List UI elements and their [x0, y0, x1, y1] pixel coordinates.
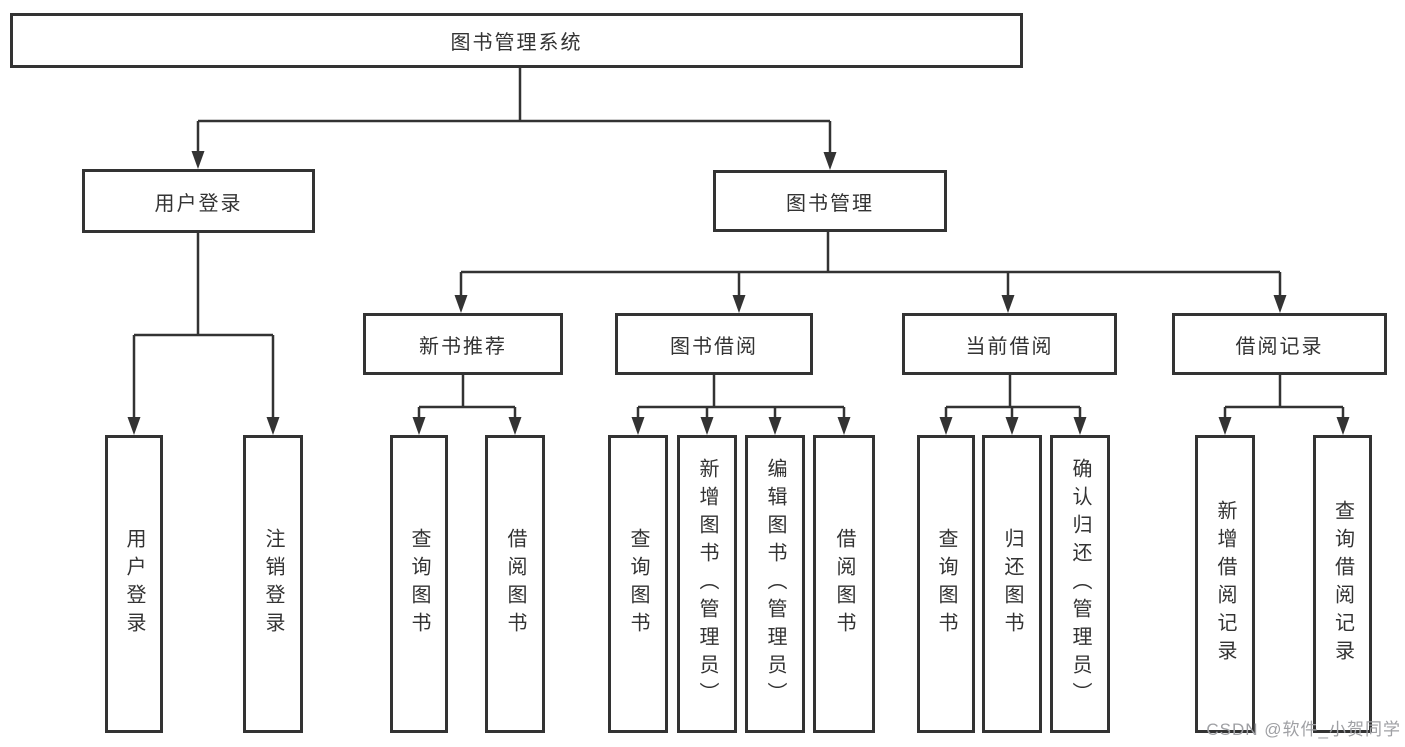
arrow-br-add	[1218, 417, 1232, 435]
leaf-cb-query-books: 查询图书	[917, 435, 975, 733]
node-book-mgmt: 图书管理	[713, 170, 947, 232]
arrow-br-query	[1336, 417, 1350, 435]
arrow-cb-return	[1005, 417, 1019, 435]
leaf-nb-query-books-label: 查询图书	[408, 528, 430, 640]
leaf-bb-add-books-admin-label: 新增图书（管理员）	[696, 458, 718, 710]
leaf-br-add-record: 新增借阅记录	[1195, 435, 1255, 733]
leaf-nb-borrow-books: 借阅图书	[485, 435, 545, 733]
node-current-borrow-label: 当前借阅	[965, 335, 1054, 358]
arrow-bb-add	[700, 417, 714, 435]
leaf-br-query-record: 查询借阅记录	[1313, 435, 1372, 733]
node-book-borrow: 图书借阅	[615, 313, 813, 375]
node-book-mgmt-label: 图书管理	[786, 192, 874, 215]
node-root-label: 图书管理系统	[450, 32, 583, 54]
node-borrow-records-label: 借阅记录	[1235, 335, 1324, 358]
leaf-logout: 注销登录	[243, 435, 303, 733]
arrow-login-leaf	[127, 417, 141, 435]
leaf-nb-borrow-books-label: 借阅图书	[504, 528, 526, 640]
leaf-user-login-label: 用户登录	[123, 528, 145, 640]
arrow-new-book	[454, 295, 468, 313]
leaf-cb-return-books-label: 归还图书	[1001, 528, 1023, 640]
arrow-current-borrow	[1001, 295, 1015, 313]
leaf-bb-edit-books-admin-label: 编辑图书（管理员）	[764, 458, 786, 710]
leaf-bb-add-books-admin: 新增图书（管理员）	[677, 435, 737, 733]
leaf-cb-confirm-return-admin: 确认归还（管理员）	[1050, 435, 1110, 733]
leaf-bb-query-books: 查询图书	[608, 435, 668, 733]
arrow-user-login	[191, 151, 205, 169]
leaf-cb-confirm-return-admin-label: 确认归还（管理员）	[1069, 458, 1091, 710]
leaf-cb-return-books: 归还图书	[982, 435, 1042, 733]
node-book-borrow-label: 图书借阅	[670, 335, 758, 358]
arrow-bb-query	[631, 417, 645, 435]
arrow-cb-confirm	[1073, 417, 1087, 435]
arrowheads	[127, 151, 1350, 435]
arrow-book-mgmt	[823, 152, 837, 170]
leaf-br-add-record-label: 新增借阅记录	[1214, 500, 1236, 668]
arrow-nb-query	[412, 417, 426, 435]
node-new-book-recommend-label: 新书推荐	[419, 335, 507, 358]
leaf-nb-query-books: 查询图书	[390, 435, 448, 733]
node-borrow-records: 借阅记录	[1172, 313, 1387, 375]
leaf-cb-query-books-label: 查询图书	[935, 528, 957, 640]
node-new-book-recommend: 新书推荐	[363, 313, 563, 375]
leaf-bb-borrow-books-label: 借阅图书	[833, 528, 855, 640]
csdn-watermark: CSDN @软件_小贺同学	[1206, 720, 1401, 739]
leaf-user-login: 用户登录	[105, 435, 163, 733]
arrow-logout-leaf	[266, 417, 280, 435]
arrow-nb-borrow	[508, 417, 522, 435]
leaf-logout-label: 注销登录	[262, 528, 284, 640]
node-root: 图书管理系统	[10, 13, 1023, 68]
arrow-book-borrow	[732, 295, 746, 313]
arrow-bb-edit	[768, 417, 782, 435]
arrow-bb-borrow	[837, 417, 851, 435]
node-user-login: 用户登录	[82, 169, 315, 233]
leaf-bb-query-books-label: 查询图书	[627, 528, 649, 640]
leaf-br-query-record-label: 查询借阅记录	[1331, 500, 1354, 668]
leaf-bb-edit-books-admin: 编辑图书（管理员）	[745, 435, 805, 733]
arrow-cb-query	[939, 417, 953, 435]
node-user-login-label: 用户登录	[154, 192, 243, 215]
leaf-bb-borrow-books: 借阅图书	[813, 435, 875, 733]
arrow-borrow-records	[1273, 295, 1287, 313]
node-current-borrow: 当前借阅	[902, 313, 1117, 375]
